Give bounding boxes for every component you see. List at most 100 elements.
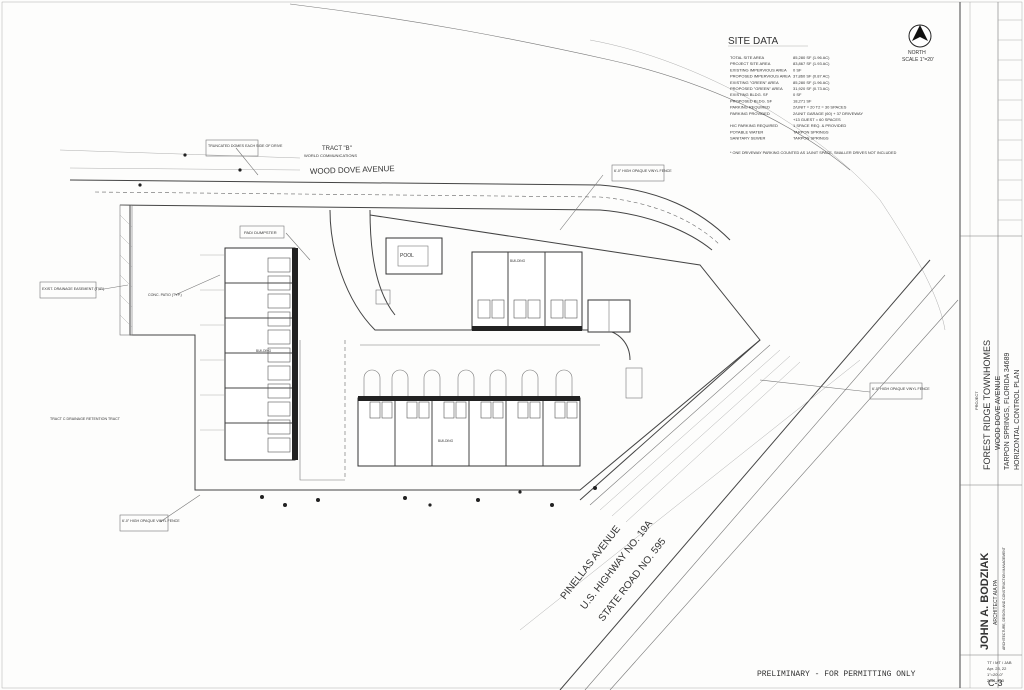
north-garage-cars: [477, 299, 578, 319]
boundary-arc-outer: [289, 3, 851, 171]
leader-fence-bottom: [159, 494, 201, 523]
site-data-value: 0 SF: [793, 67, 802, 72]
box-fence-bottom: [119, 514, 169, 532]
west-garage-cars: [267, 257, 291, 453]
road-edge-south: [119, 204, 713, 251]
road-centerline: [94, 191, 721, 246]
site-data-value: +13 GUEST = 60 SPACES: [793, 117, 841, 122]
site-data-label: EXISTING "GREEN" AREA: [730, 80, 779, 85]
road-edge-north: [69, 179, 731, 241]
building-north: [471, 251, 583, 331]
site-data-label: PROPOSED "GREEN" AREA: [730, 86, 783, 91]
tb-project-name: FOREST RIDGE TOWNHOMES: [982, 340, 992, 470]
box-fence-right: [869, 382, 923, 400]
leader-truncated: [235, 147, 259, 176]
south-garage-cars: [369, 401, 578, 419]
row-line-2: [59, 149, 301, 159]
site-data-label: PROJECT SITE AREA: [730, 61, 771, 66]
west-wall: [292, 248, 298, 460]
dumpster-pad: [375, 289, 391, 305]
leader-patio: [174, 274, 221, 296]
north-scale: SCALE 1"=20': [902, 57, 934, 63]
tb-date: Apr. 23, 22: [987, 666, 1007, 671]
pool-building: [385, 237, 443, 275]
pinellas-edge-3: [609, 299, 959, 690]
leader-fence-right: [759, 379, 871, 393]
label-building-north: BUILDING: [510, 259, 526, 263]
site-data-label: EXISTING BLDG. SF: [730, 92, 769, 97]
pinellas-row-4: [611, 355, 791, 517]
label-drainage: EXIST. DRAINAGE EASEMENT (TYP.): [42, 287, 104, 291]
site-data-label: POTABLE WATER: [730, 129, 763, 134]
parking-aisle-west: [299, 340, 345, 481]
pinellas-row-2: [589, 344, 771, 506]
tb-architect: JOHN A. BODZIAK: [979, 553, 991, 650]
pinellas-edge-2: [584, 274, 946, 690]
tb-job-no: 2021-013: [987, 678, 1005, 683]
label-tract-c: TRACT C DRAINAGE RETENTION TRACT: [50, 417, 121, 421]
site-data-value: 2/UNIT GARAGE (60) + 37 DRIVEWAY: [793, 111, 863, 116]
east-parking-strip: [625, 367, 643, 399]
pinellas-edge-1: [559, 259, 931, 690]
site-data-table: TOTAL SITE AREA 85,280 SF (1.96 AC) PROJEC…: [730, 55, 863, 141]
label-tract: TRACT "B": [322, 146, 352, 152]
south-wall: [358, 396, 580, 401]
label-pool: POOL: [400, 253, 414, 259]
label-truncated: TRUNCATED DOMES EACH SIDE OF DRIVE: [208, 144, 283, 148]
tb-sheet-title: HORIZONTAL CONTROL PLAN: [1014, 370, 1021, 470]
pinellas-row-1: [579, 339, 761, 501]
site-data-label: PROPOSED IMPERVIOUS AREA: [730, 74, 791, 79]
site-data-value: 2/UNIT = 20 T2 = 30 SPACES: [793, 105, 847, 110]
site-data-label: PARKING REQUIRED: [730, 105, 770, 110]
road-row-line: [69, 167, 301, 171]
box-truncated: [205, 139, 259, 157]
site-data-label: EXISTING IMPERVIOUS AREA: [730, 67, 787, 72]
pool-deck: [397, 245, 429, 267]
building-west: [224, 247, 296, 461]
site-data-value: 85,280 SF (1.96 AC): [793, 80, 830, 85]
site-data-heading: SITE DATA: [728, 36, 779, 47]
tb-firm: ARCHITECT AIA PA: [993, 579, 999, 625]
label-building-west: BUILDING: [256, 349, 272, 353]
label-patio: CONC. PATIO (TYP.): [148, 293, 182, 297]
tb-firm-desc: ARCHITECTURE, DESIGN AND CONSTRUCTION MA…: [1002, 547, 1006, 650]
west-unit-dividers: [225, 282, 295, 424]
label-fence-top: 6'-0" HIGH OPAQUE VINYL FENCE: [614, 169, 672, 173]
tb-drawn-by: TT / MT / JAB: [987, 660, 1012, 665]
pinellas-row-3: [599, 349, 781, 511]
box-fence-top: [611, 164, 665, 182]
leader-dumpster: [285, 232, 311, 261]
site-data-label: TOTAL SITE AREA: [730, 55, 764, 60]
tb-sheet-no: C-3: [988, 678, 1003, 688]
tb-scale: 1"=20'-0": [987, 672, 1004, 677]
tb-revision-grid: [998, 19, 1022, 221]
label-fence-bottom: 6'-0" HIGH OPAQUE VINYL FENCE: [122, 519, 180, 523]
tb-city: TARPON SPRINGS, FLORIDA 34689: [1004, 353, 1011, 470]
south-unit-dividers: [394, 398, 544, 466]
north-unit-dividers: [507, 252, 546, 330]
site-data-label: SANITARY SEWER: [730, 136, 765, 141]
site-data-value: TARPON SPRINGS: [793, 136, 829, 141]
leader-fence-top: [559, 174, 604, 231]
label-tract-sub: WORLD COMMUNICATIONS: [304, 153, 357, 158]
north-wall: [472, 326, 582, 331]
tb-address: WOOD DOVE AVENUE: [995, 376, 1002, 450]
label-wood-dove: WOOD DOVE AVENUE: [310, 164, 395, 176]
site-data-value: 83,867 SF (1.93 AC): [793, 61, 830, 66]
tb-project-label: PROJECT: [974, 391, 979, 410]
south-driveway-arches: [363, 369, 573, 396]
pinellas-row-6: [519, 359, 861, 631]
boundary-arc-right: [589, 39, 946, 331]
site-data-value: 37,860 SF (0.87 AC): [793, 74, 830, 79]
site-data-value: 1 SPACE REQ. & PROVIDED: [793, 123, 846, 128]
site-data-label: PROPOSED BLDG. SF: [730, 98, 773, 103]
site-data-value: 85,280 SF (1.96 AC): [793, 55, 830, 60]
site-data-label: PARKING PROVIDED: [730, 111, 770, 116]
entry-drive-west: [329, 209, 631, 361]
label-building-south: BUILDING: [438, 439, 454, 443]
entry-drive-east: [369, 209, 396, 316]
pinellas-row-5: [625, 361, 801, 523]
west-patios: [200, 254, 225, 431]
